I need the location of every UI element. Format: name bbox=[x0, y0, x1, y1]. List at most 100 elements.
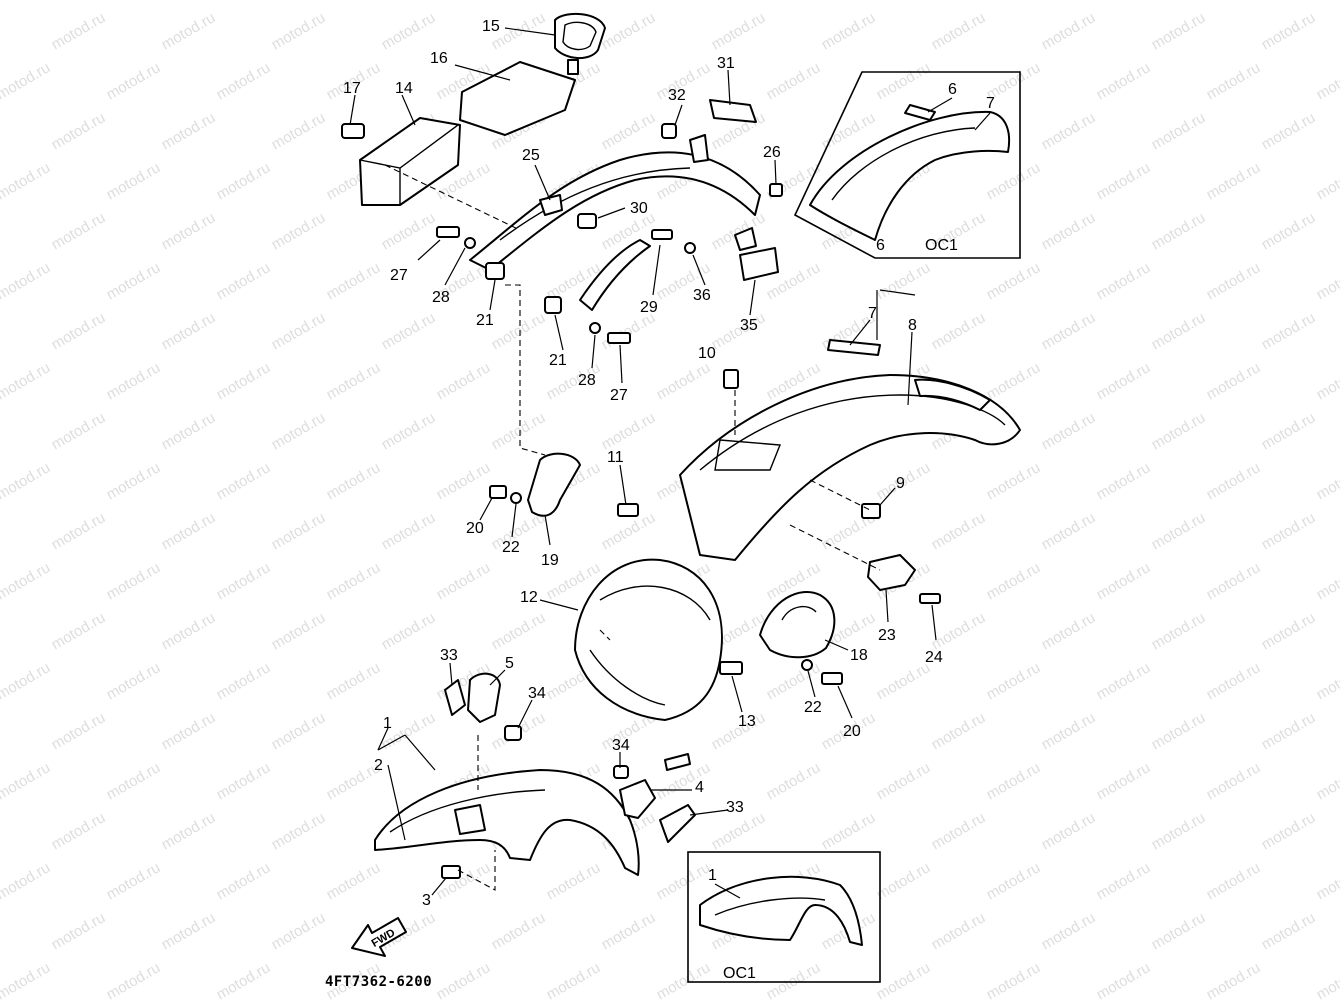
callout-label: 23 bbox=[878, 627, 896, 644]
callout-label: 20 bbox=[843, 723, 861, 740]
watermark-text: motod.ru bbox=[544, 0, 604, 3]
hardware-parts bbox=[436, 123, 941, 879]
watermark-text: motod.ru bbox=[1314, 559, 1340, 603]
watermark-text: motod.ru bbox=[49, 509, 109, 553]
watermark-text: motod.ru bbox=[214, 659, 274, 703]
callout-label: 8 bbox=[908, 317, 917, 334]
watermark-text: motod.ru bbox=[214, 59, 274, 103]
watermark-text: motod.ru bbox=[1039, 9, 1099, 53]
watermark-text: motod.ru bbox=[1039, 109, 1099, 153]
watermark-text: motod.ru bbox=[1204, 559, 1264, 603]
watermark-text: motod.ru bbox=[49, 109, 109, 153]
watermark-text: motod.ru bbox=[1314, 59, 1340, 103]
watermark-text: motod.ru bbox=[0, 259, 53, 303]
watermark-text: motod.ru bbox=[269, 9, 329, 53]
watermark-text: motod.ru bbox=[159, 9, 219, 53]
watermark-text: motod.ru bbox=[269, 309, 329, 353]
watermark-text: motod.ru bbox=[324, 459, 384, 503]
watermark-text: motod.ru bbox=[104, 359, 164, 403]
watermark-text: motod.ru bbox=[104, 559, 164, 603]
watermark-text: motod.ru bbox=[1094, 0, 1154, 3]
watermark-text: motod.ru bbox=[654, 359, 714, 403]
forward-direction-arrow: FWD bbox=[351, 917, 407, 957]
callout-label: 15 bbox=[482, 18, 500, 35]
watermark-text: motod.ru bbox=[0, 359, 53, 403]
watermark-text: motod.ru bbox=[984, 759, 1044, 803]
watermark-text: motod.ru bbox=[324, 559, 384, 603]
watermark-text: motod.ru bbox=[1039, 409, 1099, 453]
watermark-text: motod.ru bbox=[434, 559, 494, 603]
watermark-text: motod.ru bbox=[764, 759, 824, 803]
watermark-text: motod.ru bbox=[819, 9, 879, 53]
watermark-text: motod.ru bbox=[214, 359, 274, 403]
watermark-text: motod.ru bbox=[1259, 409, 1319, 453]
watermark-text: motod.ru bbox=[874, 759, 934, 803]
front-reflector-parts bbox=[444, 672, 696, 843]
watermark-text: motod.ru bbox=[1094, 559, 1154, 603]
watermark-text: motod.ru bbox=[764, 59, 824, 103]
watermark-text: motod.ru bbox=[764, 0, 824, 3]
watermark-text: motod.ru bbox=[929, 809, 989, 853]
watermark-text: motod.ru bbox=[1314, 959, 1340, 1003]
watermark-text: motod.ru bbox=[1039, 709, 1099, 753]
watermark-text: motod.ru bbox=[929, 909, 989, 953]
watermark-text: motod.ru bbox=[214, 0, 274, 3]
watermark-text: motod.ru bbox=[599, 109, 659, 153]
watermark-text: motod.ru bbox=[929, 9, 989, 53]
watermark-text: motod.ru bbox=[1149, 209, 1209, 253]
watermark-text: motod.ru bbox=[984, 259, 1044, 303]
watermark-text: motod.ru bbox=[159, 309, 219, 353]
watermark-text: motod.ru bbox=[324, 259, 384, 303]
callout-label: 34 bbox=[528, 685, 546, 702]
watermark-text: motod.ru bbox=[1094, 259, 1154, 303]
watermark-text: motod.ru bbox=[269, 809, 329, 853]
watermark-text: motod.ru bbox=[929, 509, 989, 553]
watermark-text: motod.ru bbox=[159, 609, 219, 653]
watermark-text: motod.ru bbox=[49, 9, 109, 53]
watermark-text: motod.ru bbox=[1314, 459, 1340, 503]
watermark-text: motod.ru bbox=[0, 759, 53, 803]
watermark-text: motod.ru bbox=[1094, 959, 1154, 1003]
watermark-text: motod.ru bbox=[104, 859, 164, 903]
watermark-text: motod.ru bbox=[1039, 809, 1099, 853]
watermark-text: motod.ru bbox=[544, 859, 604, 903]
callout-label: 16 bbox=[430, 50, 448, 67]
watermark-text: motod.ru bbox=[1204, 859, 1264, 903]
callout-label: 29 bbox=[640, 299, 658, 316]
callout-label: 32 bbox=[668, 87, 686, 104]
watermark-text: motod.ru bbox=[984, 959, 1044, 1003]
callout-label: 10 bbox=[698, 345, 716, 362]
watermark-text: motod.ru bbox=[1204, 259, 1264, 303]
watermark-text: motod.ru bbox=[269, 509, 329, 553]
watermark-text: motod.ru bbox=[1314, 259, 1340, 303]
watermark-text: motod.ru bbox=[1314, 859, 1340, 903]
watermark-text: motod.ru bbox=[49, 309, 109, 353]
watermark-text: motod.ru bbox=[0, 659, 53, 703]
watermark-text: motod.ru bbox=[379, 309, 439, 353]
front-fender bbox=[374, 769, 640, 876]
watermark-text: motod.ru bbox=[984, 559, 1044, 603]
watermark-text: motod.ru bbox=[379, 409, 439, 453]
watermark-text: motod.ru bbox=[984, 859, 1044, 903]
watermark-text: motod.ru bbox=[214, 459, 274, 503]
inset-label: OC1 bbox=[723, 965, 756, 982]
watermark-text: motod.ru bbox=[379, 9, 439, 53]
watermark-text: motod.ru bbox=[434, 459, 494, 503]
watermark-text: motod.ru bbox=[1204, 0, 1264, 3]
watermark-text: motod.ru bbox=[49, 709, 109, 753]
watermark-text: motod.ru bbox=[324, 859, 384, 903]
watermark-text: motod.ru bbox=[874, 959, 934, 1003]
watermark-text: motod.ru bbox=[1094, 59, 1154, 103]
callout-label: 2 bbox=[374, 757, 383, 774]
watermark-text: motod.ru bbox=[104, 259, 164, 303]
watermark-text: motod.ru bbox=[1259, 709, 1319, 753]
watermark-text: motod.ru bbox=[214, 159, 274, 203]
watermark-text: motod.ru bbox=[1149, 909, 1209, 953]
callout-label: 24 bbox=[925, 649, 943, 666]
watermark-text: motod.ru bbox=[654, 0, 714, 3]
callout-label: 6 bbox=[948, 81, 957, 98]
watermark-text: motod.ru bbox=[874, 259, 934, 303]
watermark-text: motod.ru bbox=[874, 0, 934, 3]
watermark-text: motod.ru bbox=[984, 359, 1044, 403]
watermark-text: motod.ru bbox=[489, 309, 549, 353]
